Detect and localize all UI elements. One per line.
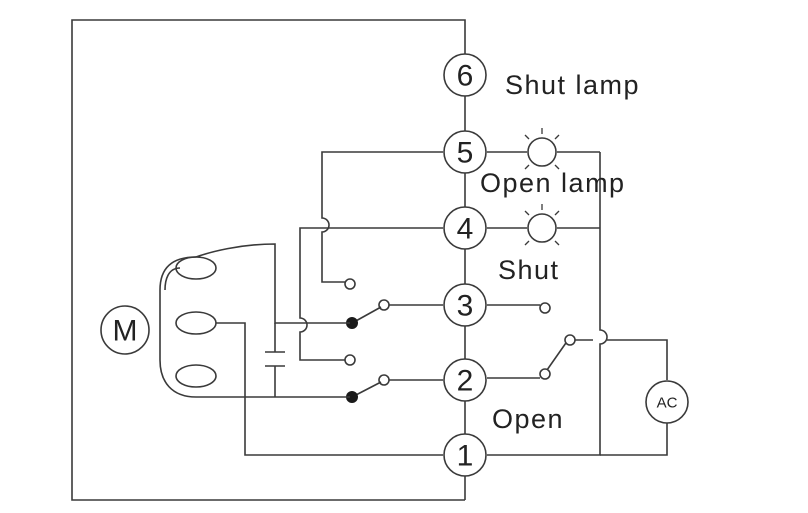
ac-source-icon: AC — [645, 380, 689, 424]
terminal-3: 3 — [443, 283, 487, 327]
label-shut: Shut — [498, 255, 560, 285]
capacitor-icon — [265, 323, 285, 397]
wire-ac-return — [600, 423, 668, 456]
right-switch-contact-shut — [539, 302, 551, 314]
wire-winding-top — [195, 243, 350, 324]
label-open-lamp: Open lamp — [480, 168, 626, 198]
svg-text:6: 6 — [457, 60, 474, 93]
svg-text:1: 1 — [457, 440, 474, 473]
left-lower-switch-blade — [353, 381, 382, 397]
terminal-1: 1 — [443, 433, 487, 477]
right-rail — [487, 152, 608, 456]
label-open: Open — [492, 404, 564, 434]
motor-label: M — [113, 315, 138, 348]
right-switch-blade — [546, 339, 569, 371]
terminal-5: 5 — [443, 130, 487, 174]
svg-text:3: 3 — [457, 290, 474, 323]
left-upper-switch-pivot — [346, 317, 358, 329]
motor-icon: M — [100, 305, 150, 355]
left-lower-switch-pivot — [346, 391, 358, 403]
open-lamp-icon — [524, 128, 560, 170]
left-upper-contact-b — [378, 299, 390, 311]
motor-windings — [159, 256, 217, 398]
left-lower-contact-b — [378, 374, 390, 386]
left-lower-contact-a — [344, 354, 356, 366]
label-shut-lamp: Shut lamp — [505, 70, 640, 100]
svg-text:5: 5 — [457, 137, 474, 170]
svg-text:4: 4 — [457, 213, 474, 246]
shut-lamp-icon — [524, 204, 560, 246]
left-upper-switch-blade — [353, 306, 382, 323]
enclosure-outline — [71, 19, 466, 501]
right-switch-contact-open — [539, 368, 551, 380]
svg-text:2: 2 — [457, 365, 474, 398]
left-upper-contact-a — [344, 278, 356, 290]
terminal-6: 6 — [443, 53, 487, 97]
wire-t4-left-loop — [299, 227, 443, 361]
terminal-4: 4 — [443, 206, 487, 250]
wire-switch-to-ac — [607, 339, 668, 380]
terminal-2: 2 — [443, 358, 487, 402]
wire-t5-left-loop — [321, 151, 443, 283]
ac-label: AC — [657, 395, 678, 412]
right-switch-pivot — [564, 334, 576, 346]
wire-winding-common — [216, 322, 443, 456]
